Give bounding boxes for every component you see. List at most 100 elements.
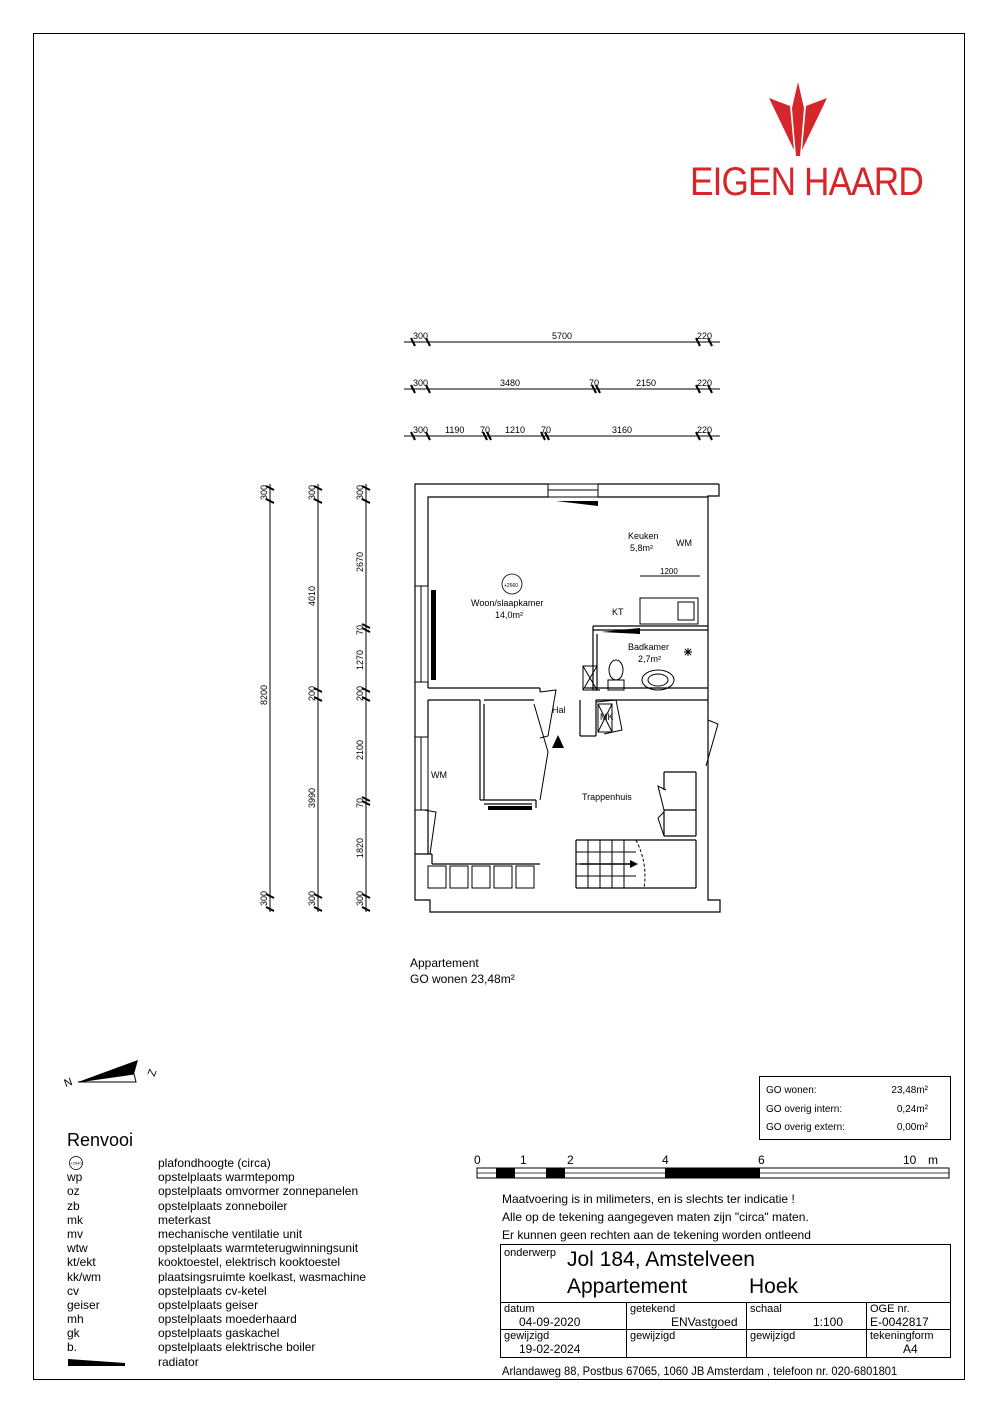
footer-address: Arlandaweg 88, Postbus 67065, 1060 JB Am… <box>502 1364 898 1378</box>
gewijzigd-value: 19-02-2024 <box>519 1342 581 1356</box>
dim-label: 300 <box>413 331 428 341</box>
legend-desc: opstelplaats moederhaard <box>158 1312 297 1327</box>
go-label: GO overig intern: <box>766 1104 843 1115</box>
dimension-labels: 300 5700 220 300 3480 70 2150 220 300 11… <box>259 331 712 906</box>
disclaimer-notes: Maatvoering is in milimeters, en is slec… <box>502 1190 811 1244</box>
brand-name: EIGEN HAARD <box>690 160 924 204</box>
legend-desc: meterkast <box>158 1212 211 1227</box>
gewijzigd-label: gewijzigd <box>750 1330 796 1342</box>
dim-label: 1270 <box>355 650 365 670</box>
dim-label: 1200 <box>660 567 678 576</box>
doors <box>423 689 719 855</box>
dim-label: 3990 <box>307 788 317 808</box>
radiator-symbol-icon <box>67 1355 157 1372</box>
dim-label: 300 <box>413 425 428 435</box>
apartment-type: Appartement <box>410 956 479 970</box>
go-value: 0,24m² <box>896 1104 928 1115</box>
legend-code: oz <box>67 1184 80 1199</box>
room-label-wm-left: WM <box>431 770 447 780</box>
go-value: 0,00m² <box>896 1122 928 1133</box>
room-label-hal: Hal <box>552 705 566 715</box>
legend-code: cv <box>67 1283 79 1298</box>
room-label-wm: WM <box>676 538 692 548</box>
go-label: GO overig extern: <box>766 1122 845 1133</box>
scale-label: 2 <box>567 1153 574 1167</box>
tb-schaal: schaal 1:100 <box>747 1303 867 1330</box>
datum-label: datum <box>504 1303 535 1315</box>
room-label-trappenhuis: Trappenhuis <box>582 792 632 802</box>
dim-label: 300 <box>355 485 365 500</box>
compass-icon: N Z <box>63 1060 160 1090</box>
dim-label: 300 <box>259 891 269 906</box>
legend-desc: opstelplaats geiser <box>158 1297 259 1312</box>
dim-label: 2670 <box>355 552 365 572</box>
legend-code: b. <box>67 1340 78 1355</box>
bathroom-fixtures <box>582 659 675 733</box>
oge-label: OGE nr. <box>870 1303 910 1315</box>
scale-label: 1 <box>520 1153 527 1167</box>
legend-desc: opstelplaats gaskachel <box>158 1326 280 1341</box>
dim-label: 300 <box>307 891 317 906</box>
room-label-woon: Woon/slaapkamer <box>471 598 543 608</box>
ceiling-height-value: +2660 <box>504 583 518 589</box>
room-labels: Keuken 5,8m² WM 1200 KT Woon/slaapkamer … <box>431 531 692 802</box>
legend-desc: opstelplaats warmtepomp <box>158 1170 295 1185</box>
schaal-value: 1:100 <box>813 1315 844 1329</box>
badge-text: +2540 <box>71 1161 83 1166</box>
legend-desc: mechanische ventilatie unit <box>158 1226 303 1241</box>
room-label-kt: KT <box>612 607 624 617</box>
tb-gewijzigd-3: gewijzigd <box>747 1330 867 1357</box>
dim-label: 70 <box>355 625 365 635</box>
dim-label: 200 <box>355 686 365 701</box>
legend-desc: plaatsingsruimte koelkast, wasmachine <box>158 1269 367 1284</box>
apartment-label: Appartement GO wonen 23,48m² <box>410 955 515 987</box>
dim-label: 2150 <box>636 378 656 388</box>
scale-label: 0 <box>474 1153 481 1167</box>
legend-code: gk <box>67 1326 80 1341</box>
dim-label: 200 <box>307 686 317 701</box>
title-block: onderwerp Jol 184, Amstelveen Appartemen… <box>500 1244 951 1358</box>
go-summary-box: GO wonen: 23,48m² GO overig intern: 0,24… <box>759 1076 951 1140</box>
tb-getekend: getekend ENVastgoed <box>627 1303 747 1330</box>
stair-arrow-icon <box>630 860 638 868</box>
onderwerp-label: onderwerp <box>504 1247 556 1259</box>
legend-desc: opstelplaats omvormer zonnepanelen <box>158 1184 359 1199</box>
title-block-subject: onderwerp Jol 184, Amstelveen Appartemen… <box>501 1245 950 1303</box>
dim-label: 220 <box>697 331 712 341</box>
dim-label: 220 <box>697 378 712 388</box>
drawing-frame <box>33 33 965 1380</box>
stairs <box>576 839 646 889</box>
go-row: GO overig extern: 0,00m² <box>766 1122 928 1136</box>
go-row: GO wonen: 23,48m² <box>766 1085 928 1099</box>
project-subtitle: Appartement <box>567 1275 688 1298</box>
dim-label: 300 <box>355 891 365 906</box>
legend-code: mv <box>67 1226 83 1241</box>
dim-label: 1190 <box>445 425 464 435</box>
room-label-mk: MK <box>600 712 614 722</box>
note-line: Er kunnen geen rechten aan de tekening w… <box>502 1228 811 1242</box>
dim-label: 70 <box>589 378 599 388</box>
legend-code: mk <box>67 1212 83 1227</box>
dim-label: 300 <box>259 485 269 500</box>
compass-z: Z <box>146 1067 160 1078</box>
dim-label: 220 <box>697 425 712 435</box>
datum-value: 04-09-2020 <box>519 1315 581 1329</box>
oge-value: E-0042817 <box>870 1315 929 1329</box>
room-area-keuken: 5,8m² <box>630 543 653 553</box>
go-row: GO overig intern: 0,24m² <box>766 1104 928 1118</box>
legend-code: geiser <box>67 1297 100 1312</box>
legend-desc: kooktoestel, elektrisch kooktoestel <box>158 1255 341 1270</box>
dim-label: 1210 <box>505 425 525 435</box>
kitchen-counter <box>639 575 700 625</box>
dim-label: 2100 <box>355 740 365 760</box>
legend-desc: opstelplaats warmteterugwinningsunit <box>158 1241 359 1256</box>
dim-label: 70 <box>541 425 551 435</box>
legend-desc: opstelplaats zonneboiler <box>158 1198 288 1213</box>
go-label: GO wonen: <box>766 1085 817 1096</box>
legend-code: wp <box>67 1170 83 1185</box>
tekeningform-value: A4 <box>903 1342 918 1356</box>
legend-desc: opstelplaats cv-ketel <box>158 1283 267 1298</box>
apartment-go: GO wonen 23,48m² <box>410 972 515 986</box>
dim-label: 70 <box>355 798 365 808</box>
ventilation-icon <box>684 648 692 656</box>
